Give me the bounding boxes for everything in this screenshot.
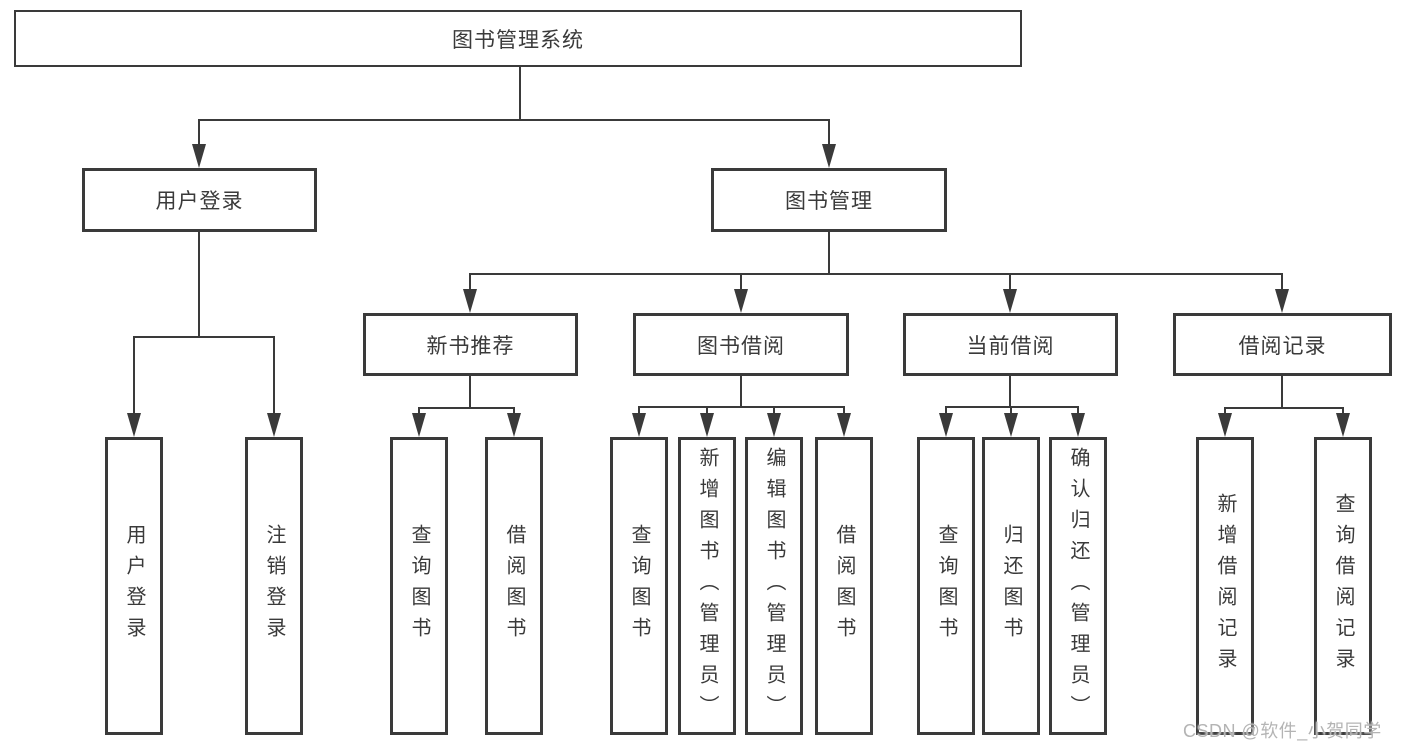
arrow-down-icon bbox=[127, 413, 141, 437]
arrow-down-icon bbox=[734, 289, 748, 313]
connector-line bbox=[133, 336, 135, 415]
leaf-logout: 注销登录 bbox=[245, 437, 303, 735]
node-book-borrowing: 图书借阅 bbox=[633, 313, 849, 376]
connector-line bbox=[418, 407, 515, 409]
connector-line bbox=[469, 376, 471, 407]
connector-line bbox=[945, 406, 1079, 408]
connector-line bbox=[1010, 406, 1012, 415]
connector-line bbox=[706, 406, 708, 415]
leaf-query-borrow-record: 查询借阅记录 bbox=[1314, 437, 1372, 735]
connector-line bbox=[945, 406, 947, 415]
arrow-down-icon bbox=[632, 413, 646, 437]
connector-line bbox=[273, 336, 275, 415]
leaf-user-login: 用户登录 bbox=[105, 437, 163, 735]
arrow-down-icon bbox=[507, 413, 521, 437]
leaf-add-books-admin: 新增图书（管理员） bbox=[678, 437, 736, 735]
connector-line bbox=[1281, 376, 1283, 407]
node-library-management-system: 图书管理系统 bbox=[14, 10, 1022, 67]
arrow-down-icon bbox=[939, 413, 953, 437]
connector-line bbox=[1281, 273, 1283, 291]
leaf-query-books-borrow: 查询图书 bbox=[610, 437, 668, 735]
node-book-management: 图书管理 bbox=[711, 168, 947, 232]
arrow-down-icon bbox=[412, 413, 426, 437]
connector-line bbox=[198, 119, 200, 147]
leaf-edit-books-admin: 编辑图书（管理员） bbox=[745, 437, 803, 735]
arrow-down-icon bbox=[1275, 289, 1289, 313]
arrow-down-icon bbox=[192, 144, 206, 168]
connector-line bbox=[470, 273, 1282, 275]
arrow-down-icon bbox=[822, 144, 836, 168]
connector-line bbox=[198, 119, 830, 121]
arrow-down-icon bbox=[1071, 413, 1085, 437]
connector-line bbox=[513, 407, 515, 415]
connector-line bbox=[740, 273, 742, 291]
connector-line bbox=[133, 336, 275, 338]
leaf-return-books: 归还图书 bbox=[982, 437, 1040, 735]
node-user-login: 用户登录 bbox=[82, 168, 317, 232]
connector-line bbox=[638, 406, 640, 415]
connector-line bbox=[828, 119, 830, 147]
arrow-down-icon bbox=[1218, 413, 1232, 437]
node-current-borrowing: 当前借阅 bbox=[903, 313, 1118, 376]
arrow-down-icon bbox=[267, 413, 281, 437]
connector-line bbox=[1077, 406, 1079, 415]
leaf-add-borrow-record: 新增借阅记录 bbox=[1196, 437, 1254, 735]
connector-line bbox=[740, 376, 742, 406]
leaf-query-books-recommend: 查询图书 bbox=[390, 437, 448, 735]
connector-line bbox=[773, 406, 775, 415]
leaf-borrow-books-recommend: 借阅图书 bbox=[485, 437, 543, 735]
watermark-text: CSDN @软件_小贺同学 bbox=[1183, 721, 1382, 741]
leaf-borrow-books: 借阅图书 bbox=[815, 437, 873, 735]
arrow-down-icon bbox=[767, 413, 781, 437]
connector-line bbox=[418, 407, 420, 415]
connector-line bbox=[1342, 407, 1344, 415]
arrow-down-icon bbox=[1004, 413, 1018, 437]
connector-line bbox=[1224, 407, 1226, 415]
connector-line bbox=[638, 406, 845, 408]
arrow-down-icon bbox=[837, 413, 851, 437]
arrow-down-icon bbox=[700, 413, 714, 437]
connector-line bbox=[519, 67, 521, 119]
connector-line bbox=[843, 406, 845, 415]
connector-line bbox=[828, 232, 830, 273]
node-new-book-recommendation: 新书推荐 bbox=[363, 313, 578, 376]
connector-line bbox=[469, 273, 471, 291]
arrow-down-icon bbox=[1003, 289, 1017, 313]
connector-line bbox=[1224, 407, 1344, 409]
leaf-query-books-current: 查询图书 bbox=[917, 437, 975, 735]
connector-line bbox=[1009, 376, 1011, 406]
connector-line bbox=[1009, 273, 1011, 291]
arrow-down-icon bbox=[1336, 413, 1350, 437]
connector-line bbox=[198, 232, 200, 336]
arrow-down-icon bbox=[463, 289, 477, 313]
leaf-confirm-return-admin: 确认归还（管理员） bbox=[1049, 437, 1107, 735]
node-borrowing-records: 借阅记录 bbox=[1173, 313, 1392, 376]
